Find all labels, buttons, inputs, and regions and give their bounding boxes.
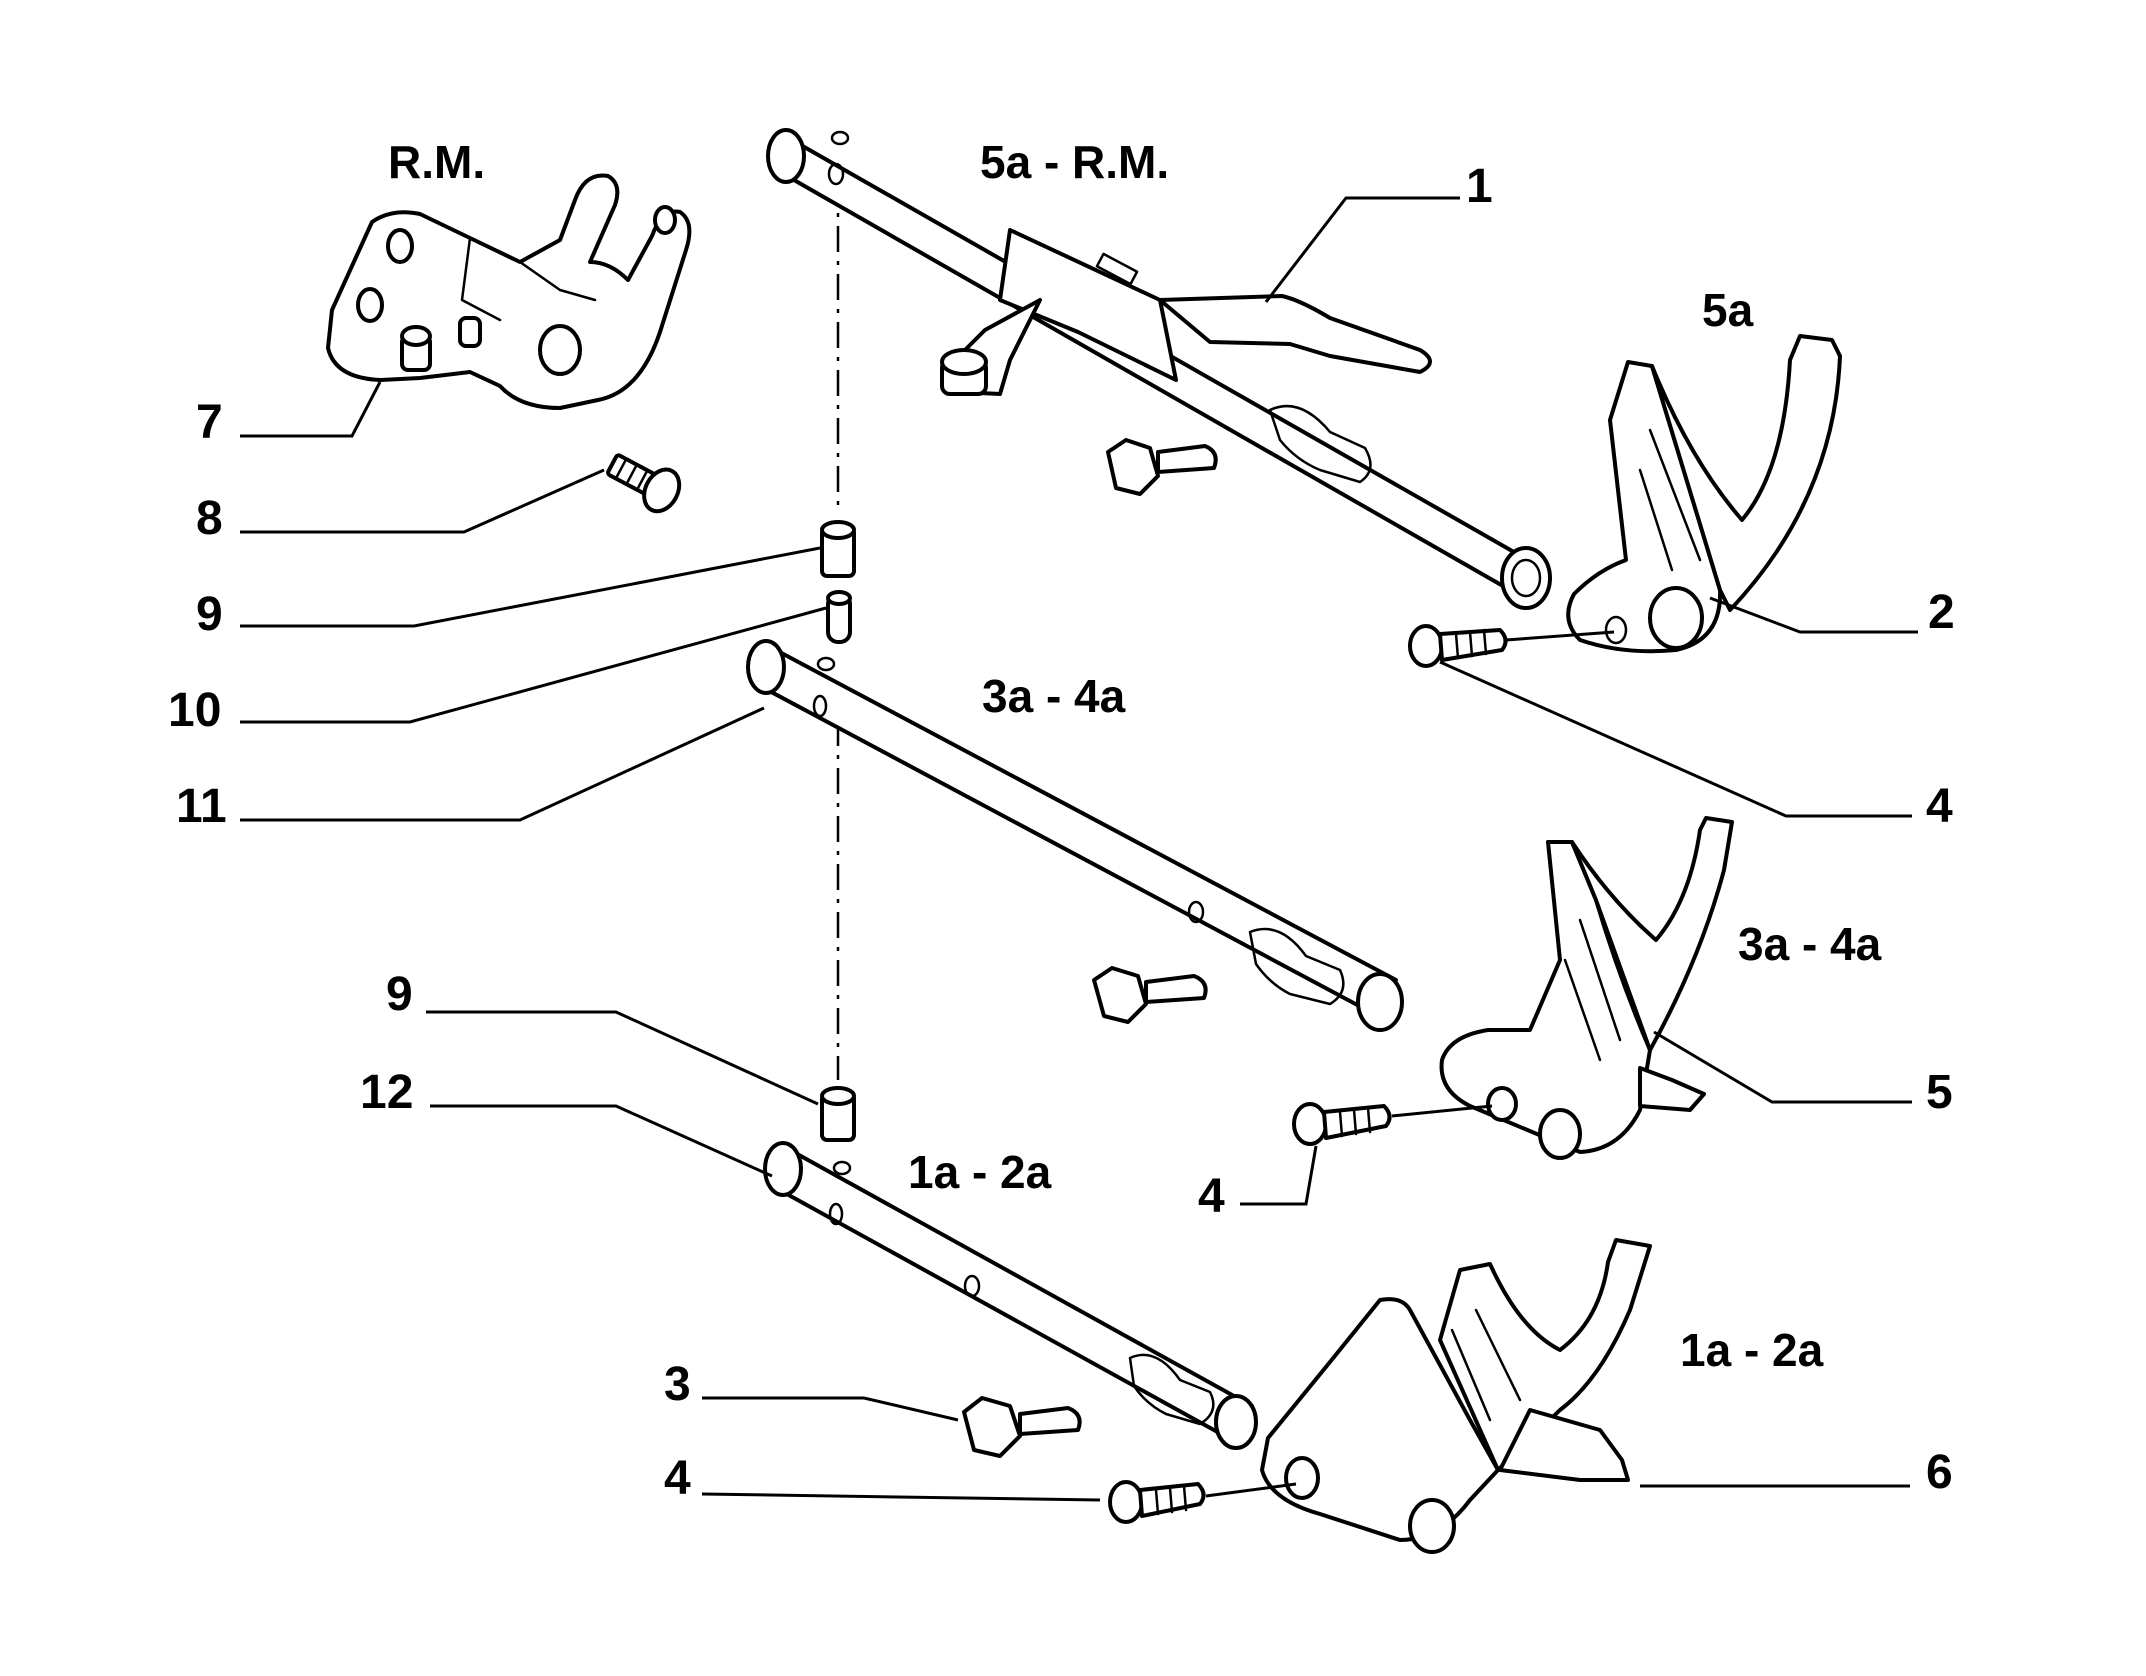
leader-10 xyxy=(240,606,827,724)
leader-4-upper-b xyxy=(1439,660,1912,818)
leader-4-lower-b xyxy=(1205,1482,1297,1498)
leader-3 xyxy=(702,1396,959,1422)
leader-8 xyxy=(240,468,605,534)
part-2-fork-5 xyxy=(1566,334,1842,654)
leader-4-middle-a xyxy=(1391,1104,1493,1118)
callout-11: 11 xyxy=(176,780,227,833)
part-3-plunger xyxy=(962,1396,1082,1458)
leader-11 xyxy=(240,706,765,822)
part-4-screw-lower xyxy=(1108,1480,1206,1524)
part-5-fork-3-4 xyxy=(1439,816,1734,1160)
label-reverse-lever: R.M. xyxy=(388,136,485,188)
leader-9-lower xyxy=(426,1010,819,1106)
callout-8: 8 xyxy=(196,492,223,545)
callout-10: 10 xyxy=(168,684,221,737)
label-fork-3-4: 3a - 4a xyxy=(1738,918,1882,970)
leader-5 xyxy=(1653,1030,1912,1104)
callout-5: 5 xyxy=(1926,1066,1953,1119)
leader-1 xyxy=(1264,196,1460,303)
part-7-reverse-lever xyxy=(326,173,692,410)
part-9-pin-lower xyxy=(820,1086,856,1142)
callout-4-upper: 4 xyxy=(1926,780,1953,833)
leader-2 xyxy=(1709,596,1918,634)
callout-4-middle: 4 xyxy=(1198,1170,1225,1223)
leader-4-lower xyxy=(701,1492,1101,1502)
callout-4-lower: 4 xyxy=(664,1452,691,1505)
leader-7 xyxy=(240,381,382,438)
label-fork-1-2: 1a - 2a xyxy=(1680,1324,1824,1376)
callout-9-lower: 9 xyxy=(386,968,413,1021)
plunger-upper xyxy=(1106,438,1218,496)
plunger-middle xyxy=(1092,966,1208,1024)
callout-9-upper: 9 xyxy=(196,588,223,641)
leader-4-upper-a xyxy=(1505,630,1615,642)
label-shaft-3-4: 3a - 4a xyxy=(982,670,1126,722)
callout-6: 6 xyxy=(1926,1446,1953,1499)
part-11-shaft-3-4 xyxy=(746,639,1404,1032)
part-4-screw-middle xyxy=(1292,1102,1392,1146)
leader-4-middle-b xyxy=(1240,1145,1318,1206)
label-shaft-5-reverse: 5a - R.M. xyxy=(980,136,1169,188)
part-8-screw xyxy=(606,453,682,514)
callout-1: 1 xyxy=(1466,160,1493,213)
part-4-screw-upper xyxy=(1408,624,1508,668)
callout-12: 12 xyxy=(360,1066,413,1119)
label-fork-5: 5a xyxy=(1702,284,1754,336)
part-10-pin xyxy=(826,590,852,644)
part-12-shaft-1-2 xyxy=(763,1141,1258,1450)
part-1-shaft-5-reverse xyxy=(766,128,1552,610)
label-shaft-1-2: 1a - 2a xyxy=(908,1146,1052,1198)
callout-2: 2 xyxy=(1928,586,1955,639)
part-6-fork-1-2 xyxy=(1260,1238,1652,1554)
part-9-pin-upper xyxy=(820,520,856,578)
callout-7: 7 xyxy=(196,396,223,449)
callout-3: 3 xyxy=(664,1358,691,1411)
leader-9-upper xyxy=(240,546,821,628)
leader-12 xyxy=(430,1104,773,1178)
